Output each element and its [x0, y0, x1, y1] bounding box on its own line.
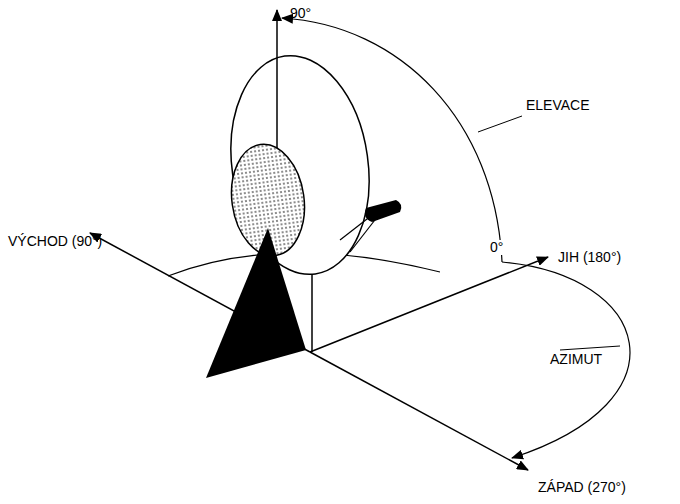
west-axis	[310, 352, 528, 470]
axis-label: 0°	[488, 240, 505, 255]
dish-reflector	[217, 47, 382, 284]
leader-line	[478, 116, 522, 132]
dish-mount	[206, 228, 306, 378]
axis-label: VÝCHOD (90°)	[6, 234, 104, 249]
axis-label: ZÁPAD (270°)	[536, 480, 628, 495]
azimuth-arc	[502, 262, 630, 458]
lnb	[365, 200, 401, 222]
leader-line	[560, 346, 620, 350]
axis-label: AZIMUT	[548, 352, 604, 367]
axis-label: 90°	[288, 6, 313, 21]
south-axis	[310, 257, 548, 352]
axis-label: JIH (180°)	[556, 250, 623, 265]
axis-label: ELEVACE	[524, 98, 592, 113]
